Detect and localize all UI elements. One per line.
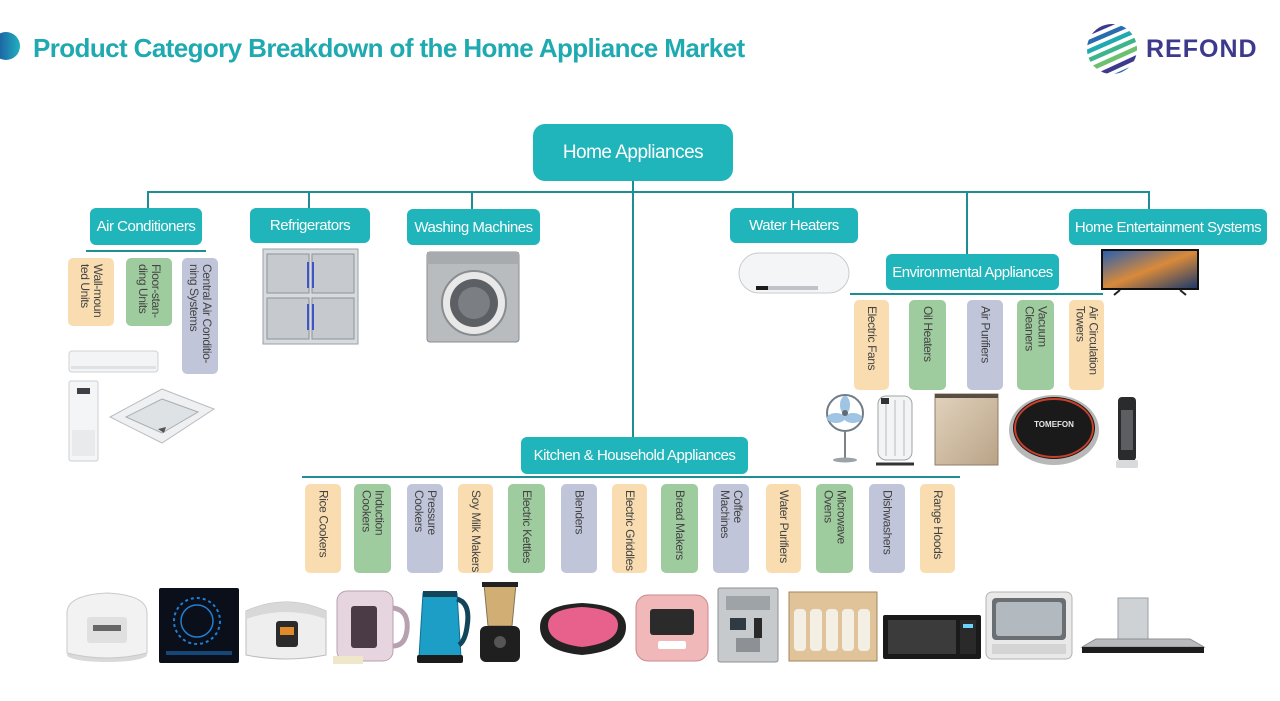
logo: REFOND [1086, 23, 1258, 75]
striped-globe-logo-icon [1087, 24, 1137, 74]
electric-fan-image [826, 394, 864, 463]
tag-central-air-conditioning: Central Air Conditio- ning Systems [182, 258, 218, 374]
soy-milk-maker-image [333, 590, 410, 664]
tag-air-circulation-towers: Air Circulation Towers [1069, 300, 1104, 390]
tag-electric-kettles: Electric Kettles [508, 484, 545, 573]
underline-kitchen [302, 476, 960, 478]
node-air-conditioners: Air Conditioners [90, 208, 202, 245]
induction-cooker-image [159, 588, 239, 663]
oil-heater-image [876, 395, 914, 466]
tag-air-purifiers: Air Purifiers [967, 300, 1003, 390]
connector-kitchen [632, 191, 634, 437]
tag-induction-cookers: Induction Cookers [354, 484, 391, 573]
node-refrigerators: Refrigerators [250, 208, 370, 243]
range-hood-image [1080, 597, 1206, 653]
tag-range-hoods: Range Hoods [920, 484, 955, 573]
refrigerator-image [262, 248, 359, 345]
tag-blenders: Blenders [561, 484, 597, 573]
connector-ac [147, 191, 149, 208]
title-bullet-icon [0, 32, 20, 60]
tag-rice-cookers: Rice Cookers [305, 484, 341, 573]
connector-environmental [966, 191, 968, 255]
underline-environmental [850, 293, 1103, 295]
node-washing-machines: Washing Machines [407, 209, 540, 245]
tag-microwave-ovens: Microwave Ovens [816, 484, 853, 573]
tag-vacuum-cleaners: Vacuum Cleaners [1017, 300, 1054, 390]
tv-image [1101, 249, 1199, 296]
tag-dishwashers: Dishwashers [869, 484, 905, 573]
node-kitchen-household: Kitchen & Household Appliances [521, 437, 748, 474]
connector-entertainment [1148, 191, 1150, 209]
robot-vacuum-image: TOMEFON [1009, 395, 1099, 465]
connector-washer [471, 191, 473, 209]
connector-root-down [632, 180, 634, 192]
node-home-entertainment: Home Entertainment Systems [1069, 209, 1267, 245]
tag-floor-standing-units: Floor-stan- ding Units [126, 258, 172, 326]
air-purifier-image [934, 393, 999, 466]
electric-kettle-image [417, 591, 471, 663]
connector-fridge [308, 191, 310, 208]
microwave-oven-image [883, 615, 981, 659]
washing-machine-image [426, 251, 520, 343]
tag-electric-griddles: Electric Griddles [612, 484, 647, 573]
node-home-appliances: Home Appliances [533, 124, 733, 181]
tag-bread-makers: Bread Makers [661, 484, 698, 573]
connector-heater [792, 191, 794, 208]
tag-coffee-machines: Coffee Machines [713, 484, 749, 573]
node-water-heaters: Water Heaters [730, 208, 858, 243]
node-environmental-appliances: Environmental Appliances [886, 254, 1059, 290]
pressure-cooker-image [245, 601, 327, 660]
bread-maker-image [635, 594, 709, 662]
tag-electric-fans: Electric Fans [854, 300, 889, 390]
tag-wall-mounted-units: Wall-moun ted Units [68, 258, 114, 326]
page-title: Product Category Breakdown of the Home A… [33, 33, 745, 63]
tag-water-purifiers: Water Purifiers [766, 484, 801, 573]
rice-cooker-image [66, 592, 148, 662]
water-heater-image [738, 252, 850, 294]
tag-soy-milk-makers: Soy Milk Makers [458, 484, 493, 573]
logo-text: REFOND [1146, 35, 1258, 63]
coffee-machine-image [717, 587, 779, 663]
water-purifier-image [788, 591, 878, 662]
tag-oil-heaters: Oil Heaters [909, 300, 946, 390]
floor-standing-ac-image [68, 380, 99, 462]
blender-image [480, 582, 520, 662]
wall-mounted-ac-image [68, 350, 159, 373]
svg-text:TOMEFON: TOMEFON [1034, 420, 1074, 429]
dishwasher-image [985, 591, 1073, 660]
air-circulation-tower-image [1116, 397, 1138, 468]
connector-top-bus [147, 191, 1150, 193]
electric-griddle-image [540, 603, 626, 655]
underline-ac [86, 250, 206, 252]
tag-pressure-cookers: Pressure Cookers [407, 484, 443, 573]
central-ac-image [108, 388, 216, 444]
